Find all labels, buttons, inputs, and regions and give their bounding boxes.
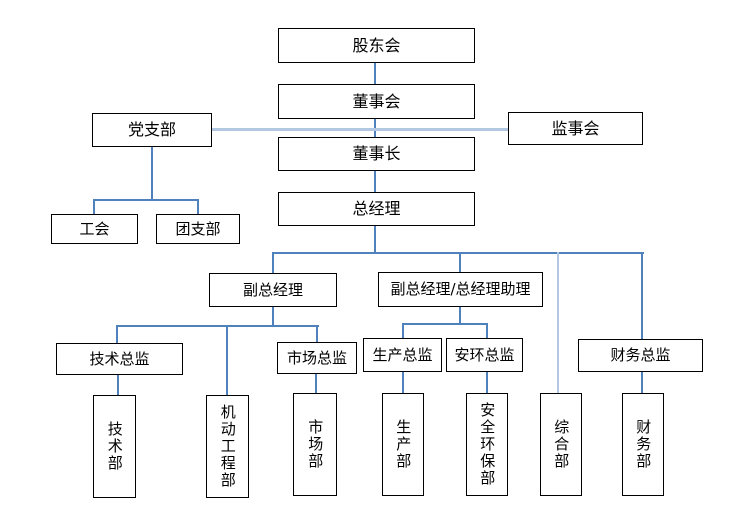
org-node-label: 党支部 (127, 120, 176, 140)
org-node-label: 技术总监 (89, 349, 150, 368)
connector-production-director-dept (402, 372, 404, 393)
org-node-deputy-gm-assistant: 副总经理/总经理助理 (378, 272, 543, 307)
org-node-label: 生产部 (394, 419, 413, 470)
org-node-chairman: 董事长 (278, 137, 475, 171)
org-node-label: 生产总监 (372, 345, 433, 364)
connector-to-deputy-gm-assistant (459, 252, 461, 273)
connector-market-director-dept (315, 374, 317, 394)
org-node-market-dept: 市场部 (293, 393, 337, 496)
org-node-shareholders-meeting: 股东会 (278, 28, 475, 63)
connector-party-branch-drop (151, 147, 153, 201)
org-node-safety-env-director: 安环总监 (446, 338, 523, 372)
org-node-label: 股东会 (352, 35, 401, 55)
connector-to-finance-director (641, 252, 643, 340)
connector-party-supervisory-link (212, 128, 508, 131)
connector-tech-director-dept (117, 375, 119, 395)
connector-to-labor-union (93, 199, 95, 214)
org-node-label: 技术部 (105, 421, 124, 472)
org-node-label: 董事会 (352, 91, 401, 111)
org-node-label: 监事会 (551, 118, 600, 138)
org-node-label: 财务部 (634, 419, 653, 470)
org-node-label: 财务总监 (610, 346, 671, 365)
connector-to-general-dept (557, 252, 559, 393)
org-node-tech-dept: 技术部 (93, 395, 136, 498)
org-node-label: 副总经理/总经理助理 (390, 280, 531, 299)
org-node-general-dept: 综合部 (540, 393, 582, 496)
org-node-label: 工会 (79, 219, 110, 238)
org-node-party-branch: 党支部 (92, 113, 212, 147)
org-node-label: 董事长 (352, 144, 401, 164)
org-node-label: 综合部 (552, 419, 571, 470)
org-node-board-of-directors: 董事会 (278, 84, 475, 119)
connector-deputy-gm-drop (272, 307, 274, 327)
connector-to-tech-director (116, 325, 118, 344)
org-node-labor-union: 工会 (51, 214, 138, 244)
connector-shareholders-board (374, 63, 376, 85)
connector-chairman-gm (374, 171, 376, 193)
org-node-production-dept: 生产部 (382, 393, 424, 496)
connector-party-distribution-bar (93, 199, 199, 201)
connector-to-deputy-gm (272, 252, 274, 274)
org-node-finance-dept: 财务部 (622, 393, 664, 496)
org-node-label: 总经理 (352, 199, 401, 219)
connector-to-production-director (402, 323, 404, 339)
connector-deputy-assistant-distribution-bar (402, 323, 488, 325)
org-node-label: 团支部 (175, 219, 221, 238)
connector-to-mech-eng-dept (226, 325, 228, 395)
org-node-label: 市场总监 (286, 348, 347, 367)
org-node-supervisory-board: 监事会 (508, 112, 643, 145)
connector-gm-distribution-bar (272, 252, 644, 254)
org-node-safety-env-dept: 安全环保部 (466, 393, 508, 496)
connector-to-youth-league (197, 199, 199, 214)
connector-finance-director-dept (641, 372, 643, 393)
org-node-finance-director: 财务总监 (578, 339, 703, 372)
org-node-label: 机动工程部 (218, 404, 237, 489)
org-node-youth-league-branch: 团支部 (156, 214, 240, 244)
connector-gm-drop (374, 226, 376, 254)
connector-safety-director-dept (486, 372, 488, 393)
connector-to-market-director (316, 325, 318, 343)
org-node-label: 市场部 (306, 419, 325, 470)
connector-deputy-assistant-drop (459, 307, 461, 325)
org-node-tech-director: 技术总监 (56, 343, 183, 375)
org-node-label: 安全环保部 (478, 402, 497, 487)
org-node-label: 副总经理 (242, 280, 303, 299)
connector-deputy-gm-distribution-bar (116, 325, 319, 327)
org-node-deputy-general-manager: 副总经理 (209, 273, 337, 307)
org-node-general-manager: 总经理 (278, 192, 475, 226)
org-node-mech-eng-dept: 机动工程部 (206, 395, 249, 498)
org-node-label: 安环总监 (454, 345, 515, 364)
org-node-market-director: 市场总监 (277, 342, 357, 374)
org-node-production-director: 生产总监 (363, 338, 442, 372)
connector-to-safety-director (486, 323, 488, 339)
